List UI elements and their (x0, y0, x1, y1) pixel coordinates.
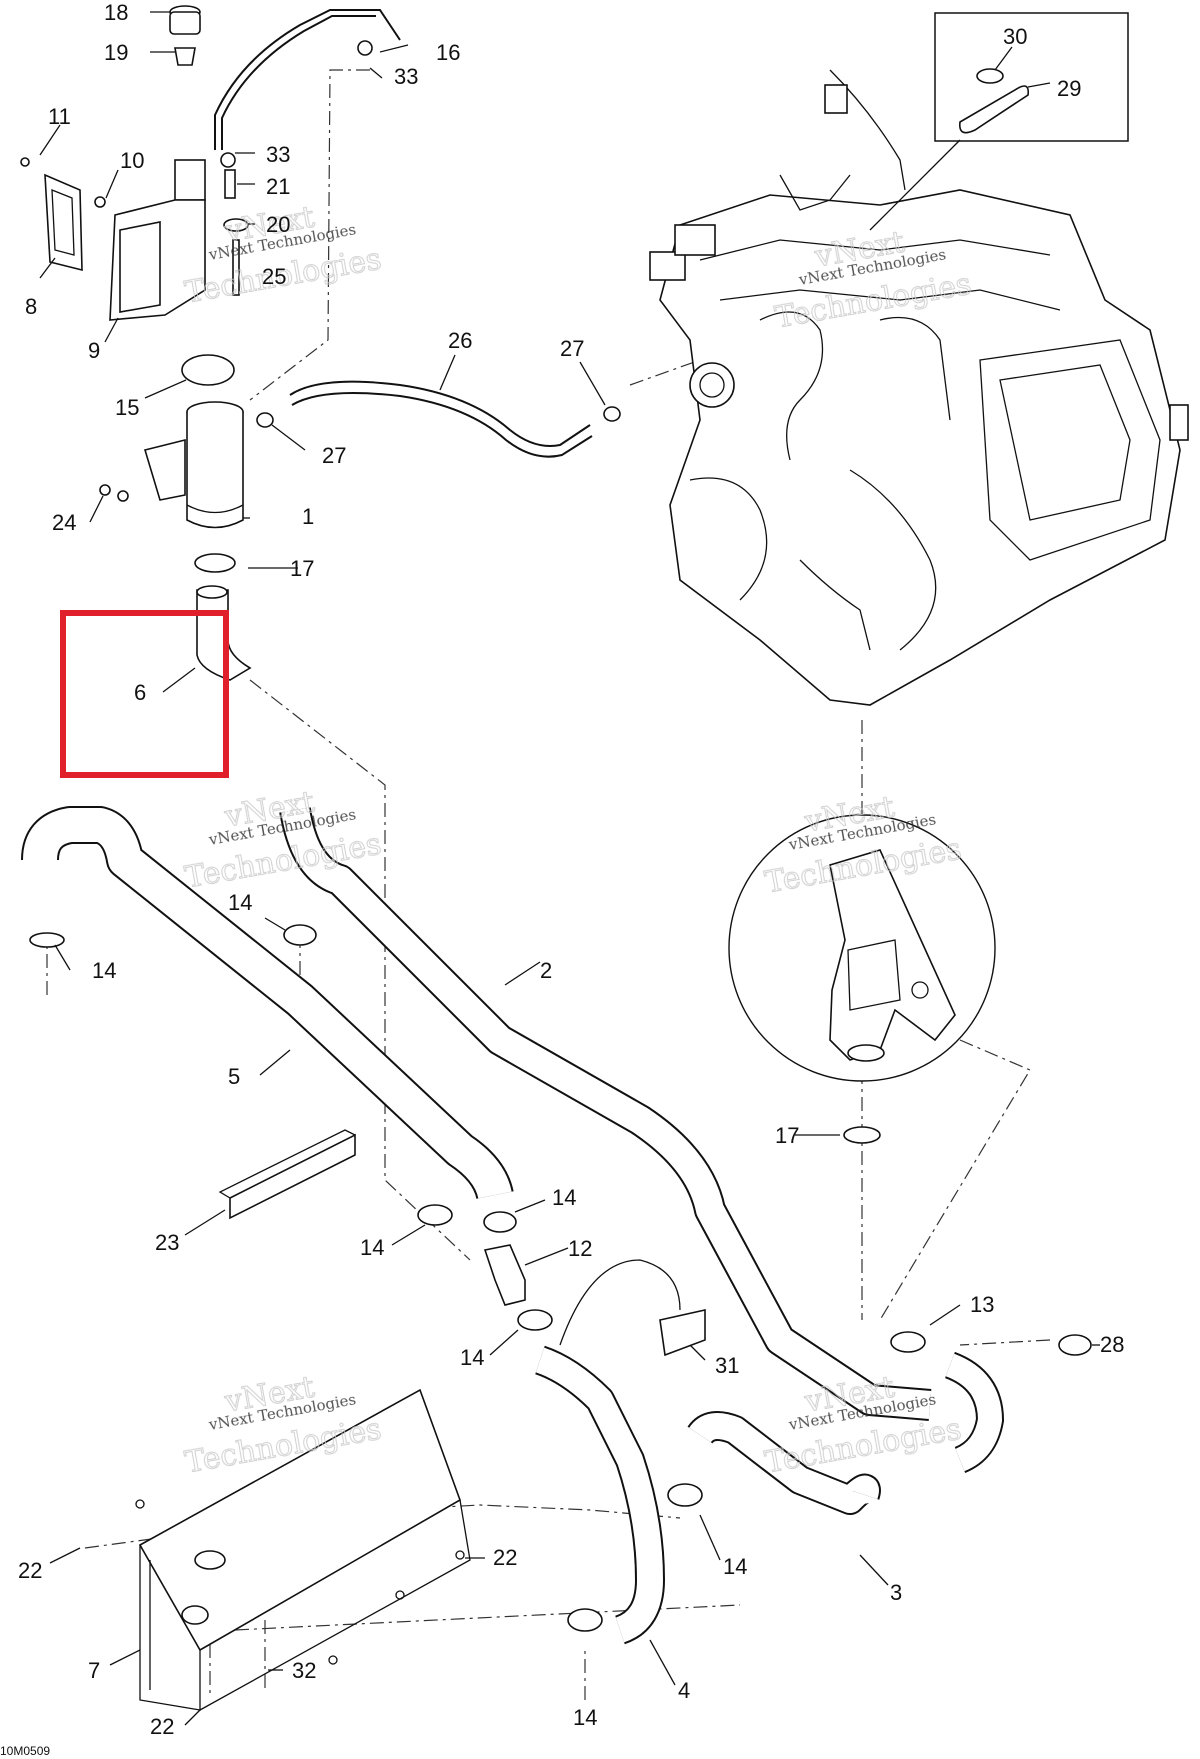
callout-8: 8 (25, 294, 37, 319)
callout-14: 14 (723, 1554, 747, 1579)
callout-6: 6 (134, 680, 146, 705)
foam-spacer (218, 1129, 356, 1220)
callout-33: 33 (266, 142, 290, 167)
callout-14: 14 (92, 958, 116, 983)
engine-block (649, 69, 1189, 706)
callout-14: 14 (552, 1185, 576, 1210)
leader-lines (39, 11, 1100, 1726)
callout-25: 25 (262, 264, 286, 289)
callout-14: 14 (360, 1235, 384, 1260)
callout-32: 32 (292, 1658, 316, 1683)
watermarks: vNext Technologies vNext Technologies vN… (182, 199, 975, 1481)
callout-10: 10 (120, 148, 144, 173)
callout-17: 17 (775, 1123, 799, 1148)
coolant-reservoir-assembly (20, 5, 621, 681)
callout-2: 2 (540, 958, 552, 983)
callout-4: 4 (678, 1678, 690, 1703)
callout-14: 14 (228, 890, 252, 915)
callout-22: 22 (150, 1714, 174, 1739)
diagram-code: 10M0509 (0, 1744, 50, 1758)
vent-hose (289, 380, 593, 458)
callout-17: 17 (290, 556, 314, 581)
callout-14: 14 (460, 1345, 484, 1370)
callout-33: 33 (394, 64, 418, 89)
callout-15: 15 (115, 395, 139, 420)
thermostat-detail (728, 814, 996, 1082)
hose-clamps (29, 924, 1092, 1632)
callout-27: 27 (560, 336, 584, 361)
callout-28: 28 (1100, 1332, 1124, 1357)
callout-30: 30 (1003, 24, 1027, 49)
callout-22: 22 (18, 1558, 42, 1583)
callout-21: 21 (266, 174, 290, 199)
callout-1: 1 (302, 504, 314, 529)
callout-19: 19 (104, 40, 128, 65)
callout-14: 14 (573, 1705, 597, 1730)
callout-16: 16 (436, 40, 460, 65)
callout-9: 9 (88, 338, 100, 363)
radiator (135, 1388, 471, 1711)
callout-18: 18 (104, 0, 128, 25)
callout-29: 29 (1057, 76, 1081, 101)
callout-26: 26 (448, 328, 472, 353)
highlight-box (60, 610, 229, 778)
callout-12: 12 (568, 1236, 592, 1261)
callout-20: 20 (266, 212, 290, 237)
callout-24: 24 (52, 510, 76, 535)
callout-27: 27 (322, 443, 346, 468)
callout-labels: 18 19 16 33 11 10 33 21 20 25 8 9 15 26 … (0, 0, 1124, 1758)
callout-23: 23 (155, 1230, 179, 1255)
inset-detail-box (869, 12, 1129, 231)
coolant-hoses (21, 806, 1005, 1645)
callout-5: 5 (228, 1064, 240, 1089)
callout-11: 11 (48, 104, 71, 129)
callout-22: 22 (493, 1545, 517, 1570)
callout-13: 13 (970, 1292, 994, 1317)
callout-31: 31 (715, 1353, 739, 1378)
callout-7: 7 (88, 1658, 100, 1683)
callout-3: 3 (890, 1580, 902, 1605)
